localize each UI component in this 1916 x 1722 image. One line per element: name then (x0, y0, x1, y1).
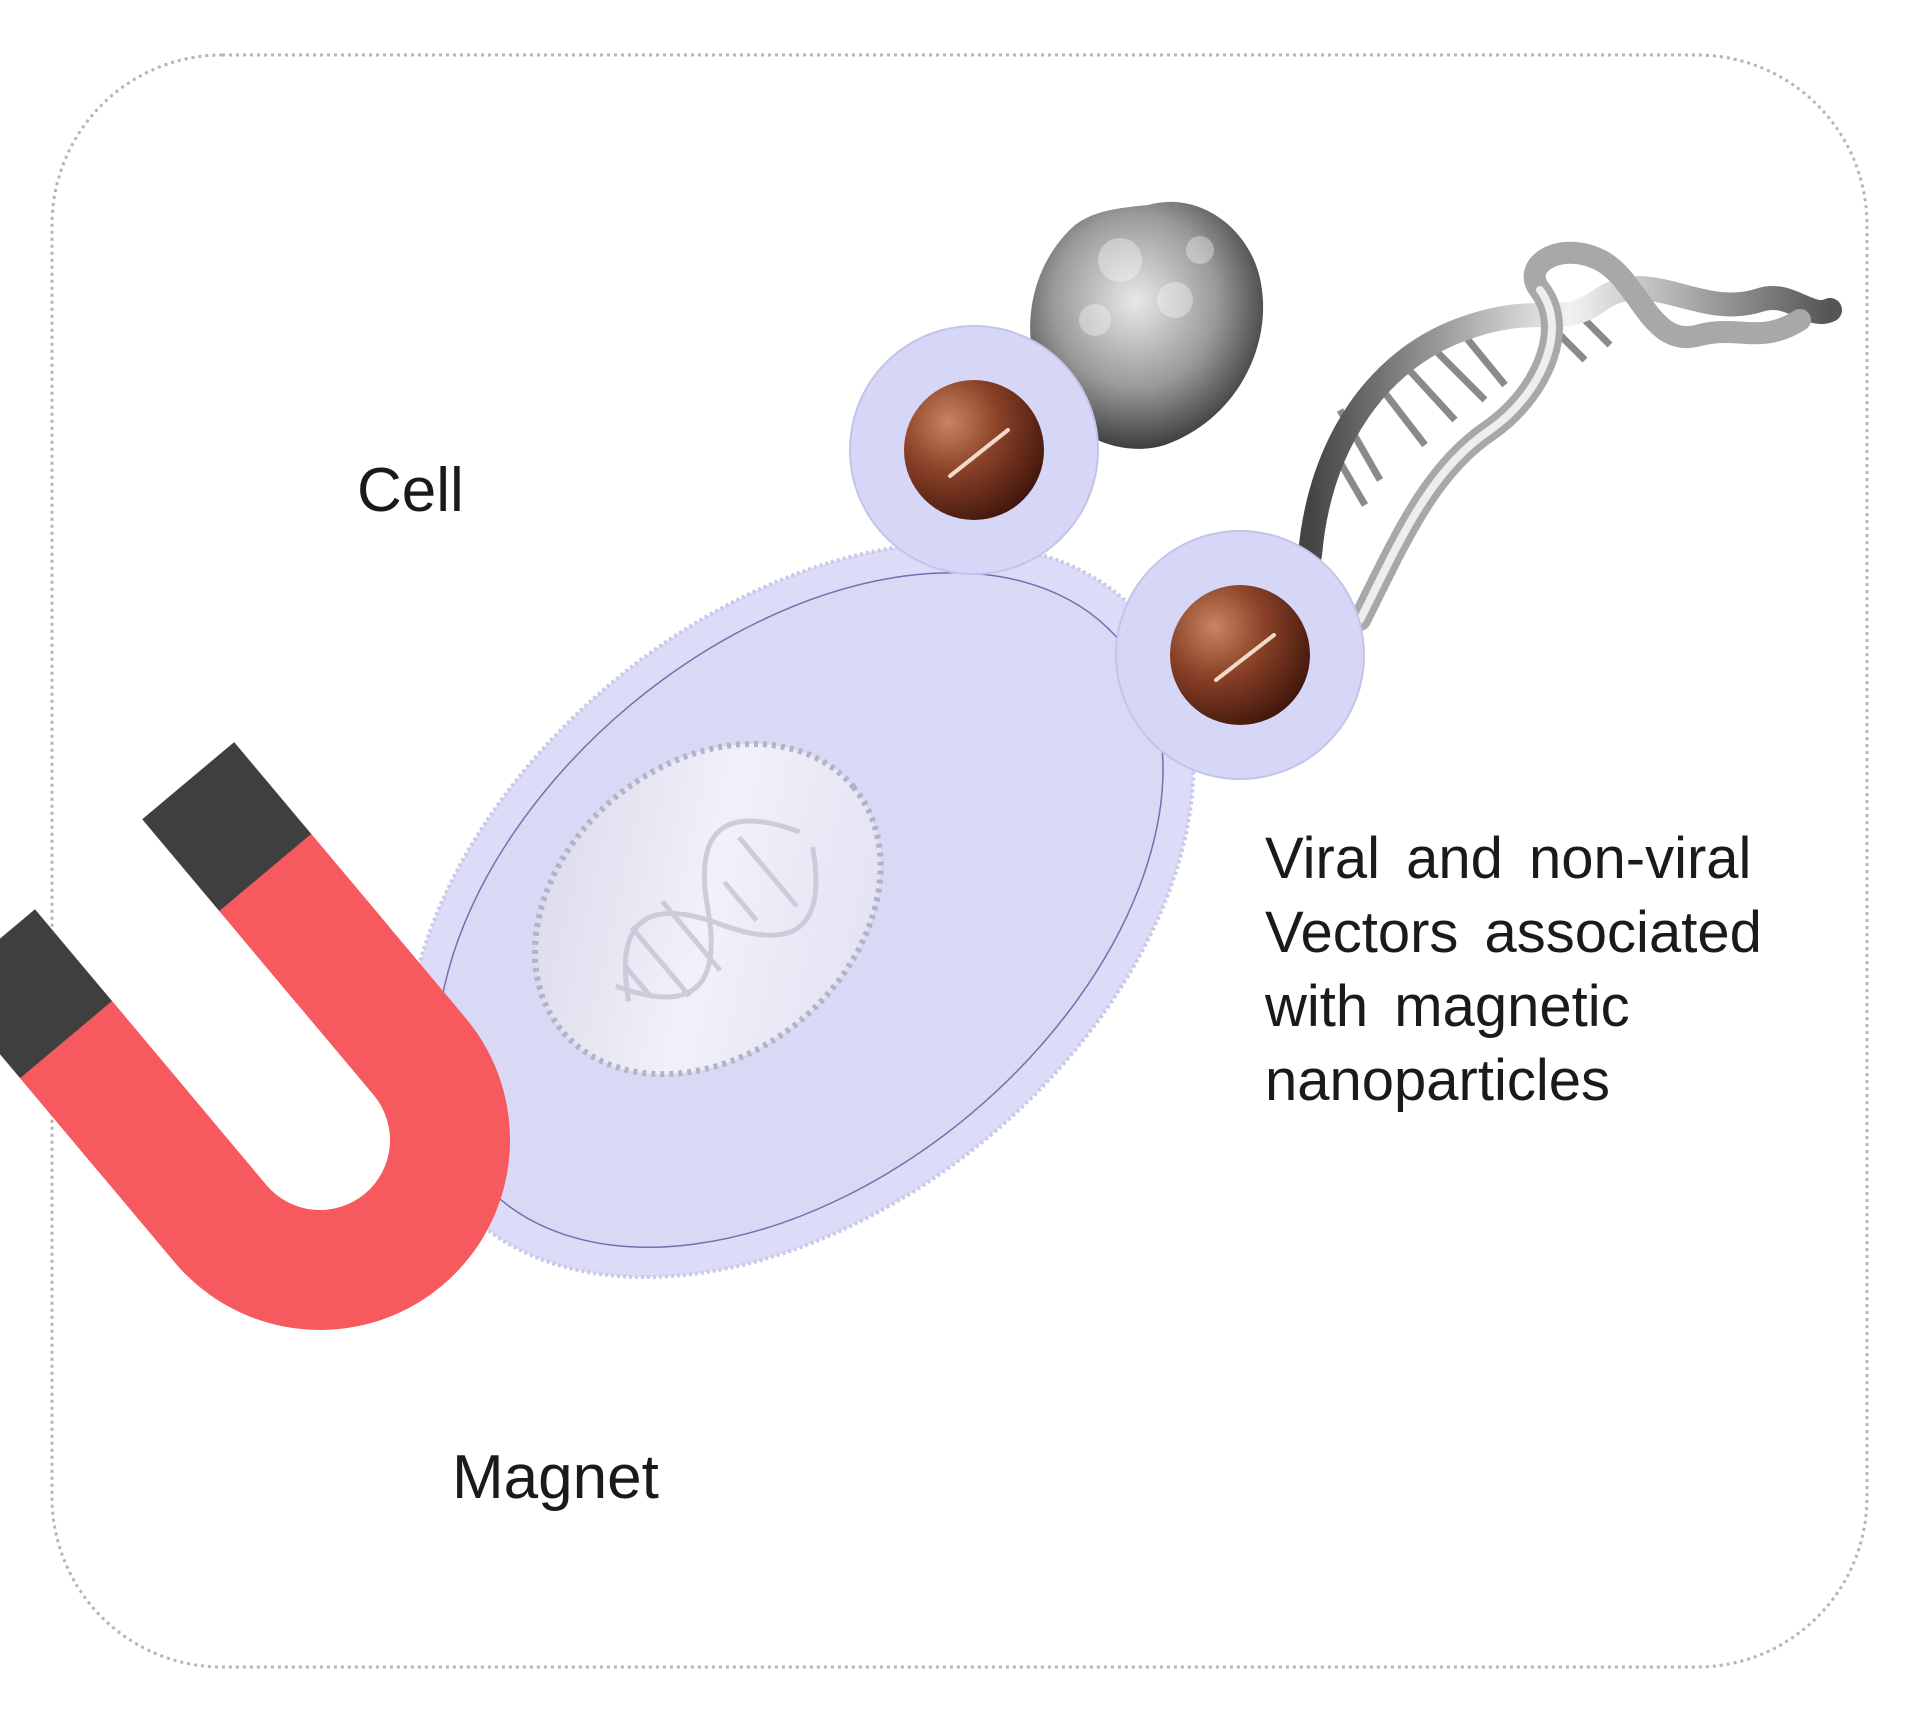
nucleus-dna-icon (615, 818, 819, 1002)
nanoparticle-icon (849, 325, 1099, 575)
vectors-label-line: Viral and non-viral (1265, 826, 1752, 891)
dna-helix-icon (1298, 241, 1842, 631)
vectors-label-line: Vectors associated (1265, 900, 1762, 965)
nanoparticle-core (1170, 585, 1310, 725)
nanoparticle-core (904, 380, 1044, 520)
magnet-icon (0, 742, 510, 1330)
nanoparticle-icon (1115, 530, 1365, 780)
magnet-pole-left (0, 909, 113, 1079)
vectors-label: Viral and non-viral Vectors associated w… (1265, 822, 1762, 1118)
magnet-label: Magnet (452, 1443, 659, 1512)
vectors-label-line: with magnetic (1265, 974, 1630, 1039)
cell (404, 540, 1196, 1280)
magnet-pole-right (142, 742, 312, 912)
virus-icon (1030, 201, 1264, 449)
cell-label: Cell (357, 456, 464, 525)
vectors-label-line: nanoparticles (1265, 1048, 1610, 1113)
frame-border (50, 53, 1869, 1669)
